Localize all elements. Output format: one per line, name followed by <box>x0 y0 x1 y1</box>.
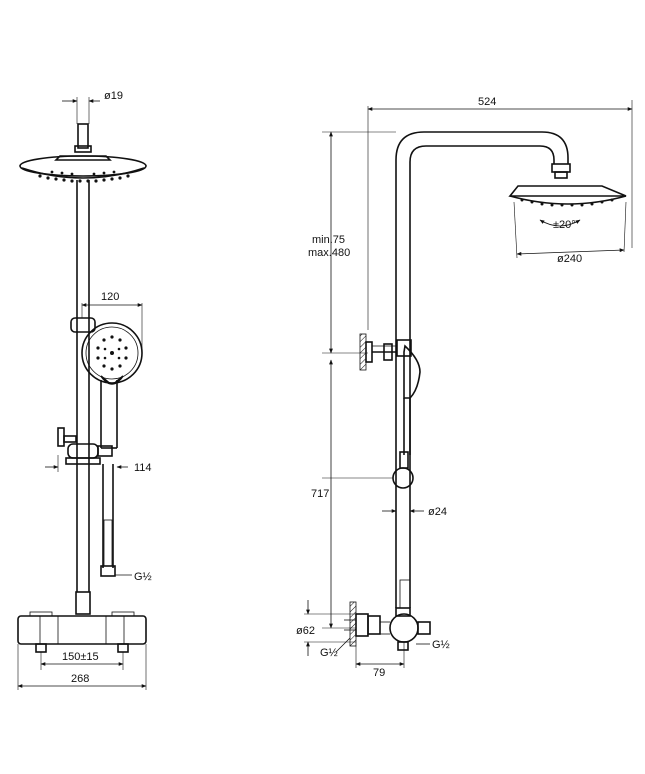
side-view: 524 ±20° ø240 <box>296 96 633 679</box>
upper-holder <box>70 317 96 333</box>
dim-lower-height: 717 <box>311 488 329 500</box>
dim-wall-offset: 79 <box>373 667 385 679</box>
wall-thread-label: G½ <box>320 637 351 659</box>
hand-shower-width-dim: 120 <box>81 291 143 353</box>
dim-arm-reach: 524 <box>478 96 496 108</box>
slide-holder <box>57 427 113 465</box>
side-riser <box>395 340 411 608</box>
dim-head-diameter: ø240 <box>557 253 582 265</box>
dim-valve-length: 268 <box>71 673 89 685</box>
dim-thread-wall: G½ <box>320 647 338 659</box>
front-view: ø19 <box>17 90 152 690</box>
dim-thread-side: G½ <box>432 639 450 651</box>
dim-hand-shower-width: 120 <box>101 291 119 303</box>
dim-valve-spacing: 150±15 <box>62 651 99 663</box>
pipe-diameter-dim: ø24 <box>382 506 447 518</box>
hose-side <box>399 579 411 609</box>
thermostatic-valve <box>17 591 147 653</box>
holder-offset-dim: 114 <box>45 455 152 474</box>
top-outlet <box>74 123 92 153</box>
adjustable-height-dim: min.75 max.480 <box>308 131 396 354</box>
dim-outlet-diameter: ø19 <box>104 90 123 102</box>
hand-shower-side <box>396 339 421 455</box>
wall-offset-dim: 79 <box>355 642 405 679</box>
wall-bracket <box>359 333 396 371</box>
outlet-diameter-dim: ø19 <box>62 90 123 124</box>
overhead-shower-side: ±20° ø240 <box>508 185 627 265</box>
dim-thread-hand: G½ <box>134 571 152 583</box>
hand-thread-label: G½ <box>115 571 152 583</box>
hand-shower <box>81 322 143 449</box>
side-thread-label: G½ <box>416 639 450 651</box>
dim-swivel-angle: ±20° <box>553 219 576 231</box>
hose <box>100 464 116 577</box>
valve-spacing-dim: 150±15 <box>40 651 124 670</box>
dim-height-max: max.480 <box>308 247 350 259</box>
valve-side <box>344 601 431 651</box>
dim-connector-diameter: ø62 <box>296 625 315 637</box>
valve-length-dim: 268 <box>17 644 147 690</box>
dim-pipe-diameter: ø24 <box>428 506 447 518</box>
overhead-shower-head <box>19 155 147 183</box>
shower-arm <box>395 131 571 340</box>
arm-reach-dim: 524 <box>367 96 633 330</box>
riser-pipe <box>76 180 90 592</box>
dim-height-min: min.75 <box>312 234 345 246</box>
connector-diameter-dim: ø62 <box>296 600 356 656</box>
dim-holder-offset: 114 <box>134 462 152 474</box>
lower-height-dim: 717 <box>311 359 393 629</box>
